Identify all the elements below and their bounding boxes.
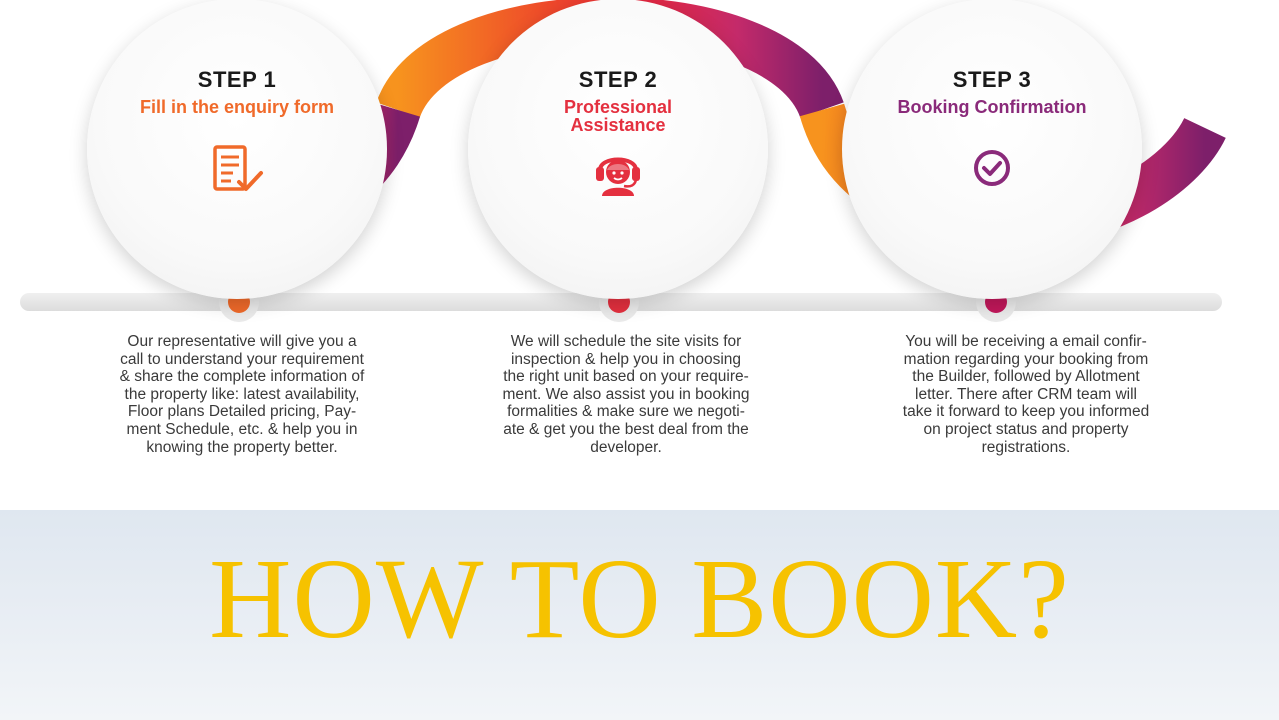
step-3-description: You will be receiving a email confir- ma…: [902, 333, 1150, 456]
step-1-subtitle: Fill in the enquiry form: [139, 97, 334, 117]
form-checklist-icon: [209, 142, 265, 198]
step-1-card: STEP 1 Fill in the enquiry form: [87, 0, 387, 299]
headset-agent-icon: [590, 142, 646, 198]
page-title: HOW TO BOOK?: [209, 535, 1070, 662]
step-2-subtitle: Professional Assistance: [563, 97, 673, 135]
step-2-description: We will schedule the site visits for ins…: [502, 333, 750, 456]
step-3-card: STEP 3 Booking Confirmation: [842, 0, 1142, 299]
check-circle-icon: [964, 142, 1020, 198]
step-3-subtitle: Booking Confirmation: [897, 97, 1087, 117]
step-1-heading: STEP 1: [197, 67, 277, 92]
step-3-heading: STEP 3: [952, 67, 1032, 92]
title-banner: HOW TO BOOK?: [0, 510, 1279, 720]
step-1-description: Our representative will give you a call …: [119, 333, 365, 456]
process-infographic: STEP 1 Fill in the enquiry form STEP 2 P…: [20, 0, 1226, 456]
step-2-heading: STEP 2: [578, 67, 658, 92]
step-2-card: STEP 2 Professional Assistance: [468, 0, 768, 299]
